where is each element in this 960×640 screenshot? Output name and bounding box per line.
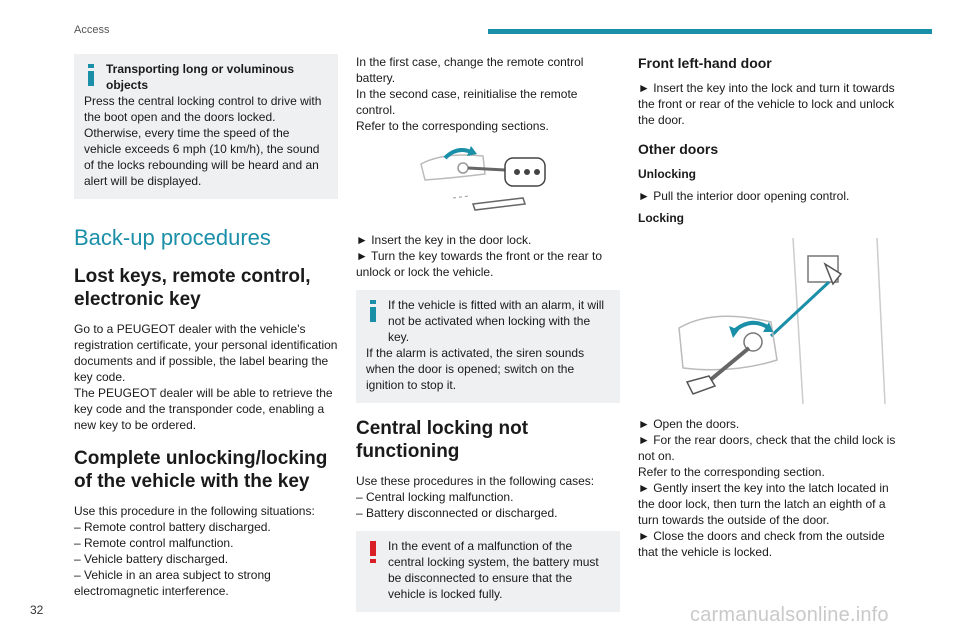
heading-other-doors: Other doors — [638, 141, 719, 157]
heading-complete-unlocking: Complete unlocking/locking of the vehicl… — [74, 448, 328, 492]
column-3: Front left-hand door ► Insert the key in… — [638, 54, 908, 560]
watermark: carmanualsonline.info — [690, 604, 889, 626]
heading-unlocking: Unlocking — [638, 167, 697, 181]
lost-keys-p1: Go to a PEUGEOT dealer with the vehicle'… — [74, 322, 338, 384]
info-icon — [88, 64, 94, 86]
lost-keys-p2: The PEUGEOT dealer will be able to retri… — [74, 386, 333, 432]
intro-line: In the first case, change the remote con… — [356, 55, 584, 85]
list-item: – Vehicle in an area subject to strong e… — [74, 568, 271, 598]
info-note-alarm: If the vehicle is fitted with an alarm, … — [356, 290, 620, 403]
page-number: 32 — [30, 603, 44, 617]
heading-central-locking: Central locking not functioning — [356, 418, 529, 462]
column-2: In the first case, change the remote con… — [356, 54, 620, 626]
key-in-door-lock-illustration — [420, 146, 546, 211]
step: ► Gently insert the key into the latch l… — [638, 481, 889, 527]
list-item: – Vehicle battery discharged. — [74, 552, 229, 566]
note-body: Press the central locking control to dri… — [84, 94, 322, 188]
list-item: – Central locking malfunction. — [356, 490, 514, 504]
warning-icon — [370, 541, 376, 563]
list-item: – Battery disconnected or discharged. — [356, 506, 558, 520]
step: ► For the rear doors, check that the chi… — [638, 433, 896, 463]
column-1: Transporting long or voluminous objects … — [74, 54, 338, 599]
warning-note: In the event of a malfunction of the cen… — [356, 531, 620, 612]
front-door-text: ► Insert the key into the lock and turn … — [638, 81, 895, 127]
step: ► Open the doors. — [638, 417, 740, 431]
door-latch-illustration — [678, 237, 886, 405]
unlocking-text: ► Pull the interior door opening control… — [638, 189, 850, 203]
intro-line: In the second case, reinitialise the rem… — [356, 87, 578, 117]
heading-front-door: Front left-hand door — [638, 55, 772, 71]
info-note-transport: Transporting long or voluminous objects … — [74, 54, 338, 199]
central-intro: Use these procedures in the following ca… — [356, 474, 595, 488]
warning-text: In the event of a malfunction of the cen… — [388, 539, 599, 601]
complete-intro: Use this procedure in the following situ… — [74, 504, 315, 518]
list-item: – Remote control malfunction. — [74, 536, 234, 550]
info-icon — [370, 300, 376, 322]
intro-line: Refer to the corresponding sections. — [356, 119, 549, 133]
step: ► Insert the key in the door lock. — [356, 233, 532, 247]
heading-locking: Locking — [638, 211, 685, 225]
alarm-note-l2: If the alarm is activated, the siren sou… — [366, 346, 585, 392]
header-section-title: Access — [74, 24, 110, 36]
heading-lost-keys: Lost keys, remote control, electronic ke… — [74, 266, 311, 310]
header-accent-bar — [488, 29, 932, 34]
section-title: Back-up procedures — [74, 225, 271, 250]
list-item: – Remote control battery discharged. — [74, 520, 271, 534]
note-title: Transporting long or voluminous objects — [106, 62, 294, 92]
alarm-note-l1: If the vehicle is fitted with an alarm, … — [388, 298, 605, 344]
step: ► Turn the key towards the front or the … — [356, 249, 602, 279]
step: Refer to the corresponding section. — [638, 465, 825, 479]
step: ► Close the doors and check from the out… — [638, 529, 885, 559]
